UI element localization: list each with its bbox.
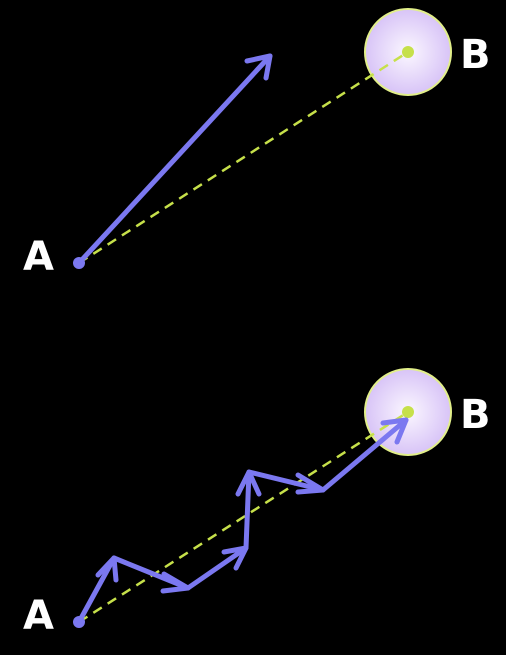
straight-line-a-to-b bbox=[78, 410, 409, 624]
step-arrowhead bbox=[380, 417, 409, 445]
label-b-top: B bbox=[460, 32, 491, 78]
label-a-top: A bbox=[23, 234, 54, 280]
bottom-panel: A B bbox=[23, 368, 491, 639]
point-a bbox=[73, 616, 85, 628]
step-arrowhead bbox=[221, 545, 249, 571]
label-b-bottom: B bbox=[460, 392, 491, 438]
single-step-vector bbox=[76, 53, 273, 266]
random-walk-vectors bbox=[76, 417, 409, 625]
point-b-center bbox=[402, 46, 414, 58]
step-arrowhead bbox=[235, 469, 262, 497]
point-b-center bbox=[402, 406, 414, 418]
point-a bbox=[73, 257, 85, 269]
step-arrowhead bbox=[295, 472, 326, 495]
straight-line-a-to-b bbox=[78, 50, 409, 265]
top-panel: A B bbox=[23, 8, 491, 280]
step-arrowhead bbox=[160, 571, 191, 594]
step-arrowhead bbox=[95, 555, 119, 583]
label-a-bottom: A bbox=[23, 593, 54, 639]
